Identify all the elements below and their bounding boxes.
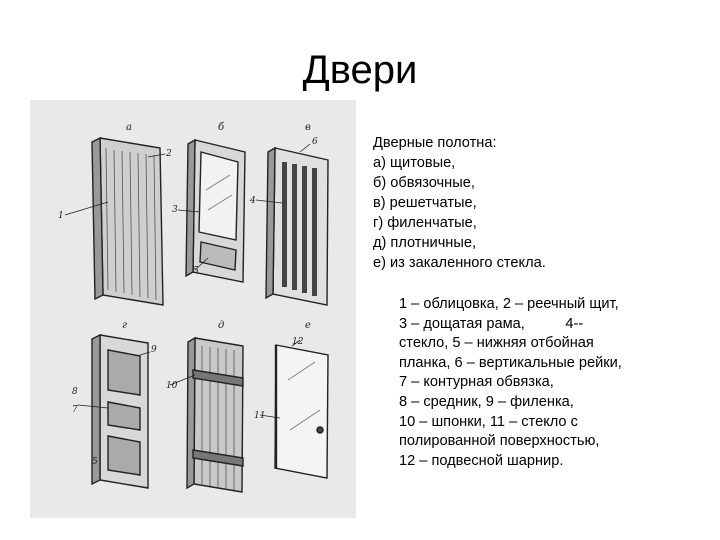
- door-type-item: д) плотничные,: [373, 235, 477, 251]
- legend-line: стекло, 5 – нижняя отбойная: [399, 335, 594, 352]
- legend-line: 10 – шпонки, 11 – стекло с: [399, 413, 578, 430]
- callout-5-bottom: 5: [92, 457, 98, 467]
- callout-11: 11: [254, 411, 265, 421]
- panel-label-b: б: [218, 122, 225, 133]
- parts-legend: 1 – облицовка, 2 – реечный щит, 3 – доща…: [399, 295, 699, 471]
- panel-label-d: д: [218, 320, 224, 331]
- door-types-illustration: а б в г д е 2 1 3 4 5 6 9 8 7 5 10 12 11: [30, 100, 356, 518]
- legend-line: полированной поверхностью,: [399, 433, 600, 450]
- legend-line: 8 – средник, 9 – филенка,: [399, 393, 574, 410]
- door-type-item: а) щитовые,: [373, 155, 456, 171]
- door-type-item: в) решетчатые,: [373, 195, 477, 211]
- legend-line: 3 – дощатая рама, 4--: [399, 315, 584, 332]
- callout-9: 9: [151, 345, 157, 355]
- callout-5-top: 5: [193, 266, 199, 276]
- callout-2: 2: [165, 149, 172, 159]
- legend-line: 1 – облицовка, 2 – реечный щит,: [399, 296, 619, 312]
- description-heading: Дверные полотна:: [373, 135, 497, 151]
- callout-8: 8: [72, 387, 78, 397]
- panel-label-g: г: [122, 320, 127, 331]
- legend-line: 12 – подвесной шарнир.: [399, 452, 564, 469]
- legend-line: планка, 6 – вертикальные рейки,: [399, 354, 622, 371]
- door-panel-d: [169, 336, 244, 493]
- panel-label-e: е: [305, 320, 311, 331]
- callout-4: 4: [249, 196, 256, 206]
- callout-7: 7: [72, 405, 78, 415]
- door-type-item: г) филенчатые,: [373, 215, 477, 231]
- callout-3: 3: [172, 205, 178, 215]
- door-panel-e: [259, 339, 329, 479]
- callout-12: 12: [292, 337, 304, 347]
- callout-10: 10: [166, 381, 178, 391]
- door-panel-v: [255, 143, 329, 306]
- panel-label-v: в: [305, 122, 311, 133]
- callout-1: 1: [58, 211, 64, 221]
- door-panel-a: [64, 136, 166, 306]
- slide-title: Двери: [302, 48, 418, 92]
- door-types-description: Дверные полотна: а) щитовые, б) обвязочн…: [373, 133, 708, 273]
- door-panel-g: [77, 333, 151, 489]
- door-panel-b: [177, 138, 246, 283]
- panel-label-a: а: [126, 122, 132, 133]
- callout-6: 6: [312, 137, 318, 147]
- legend-line: 7 – контурная обвязка,: [399, 374, 554, 391]
- door-type-item: е) из закаленного стекла.: [373, 255, 546, 271]
- door-type-item: б) обвязочные,: [373, 175, 475, 191]
